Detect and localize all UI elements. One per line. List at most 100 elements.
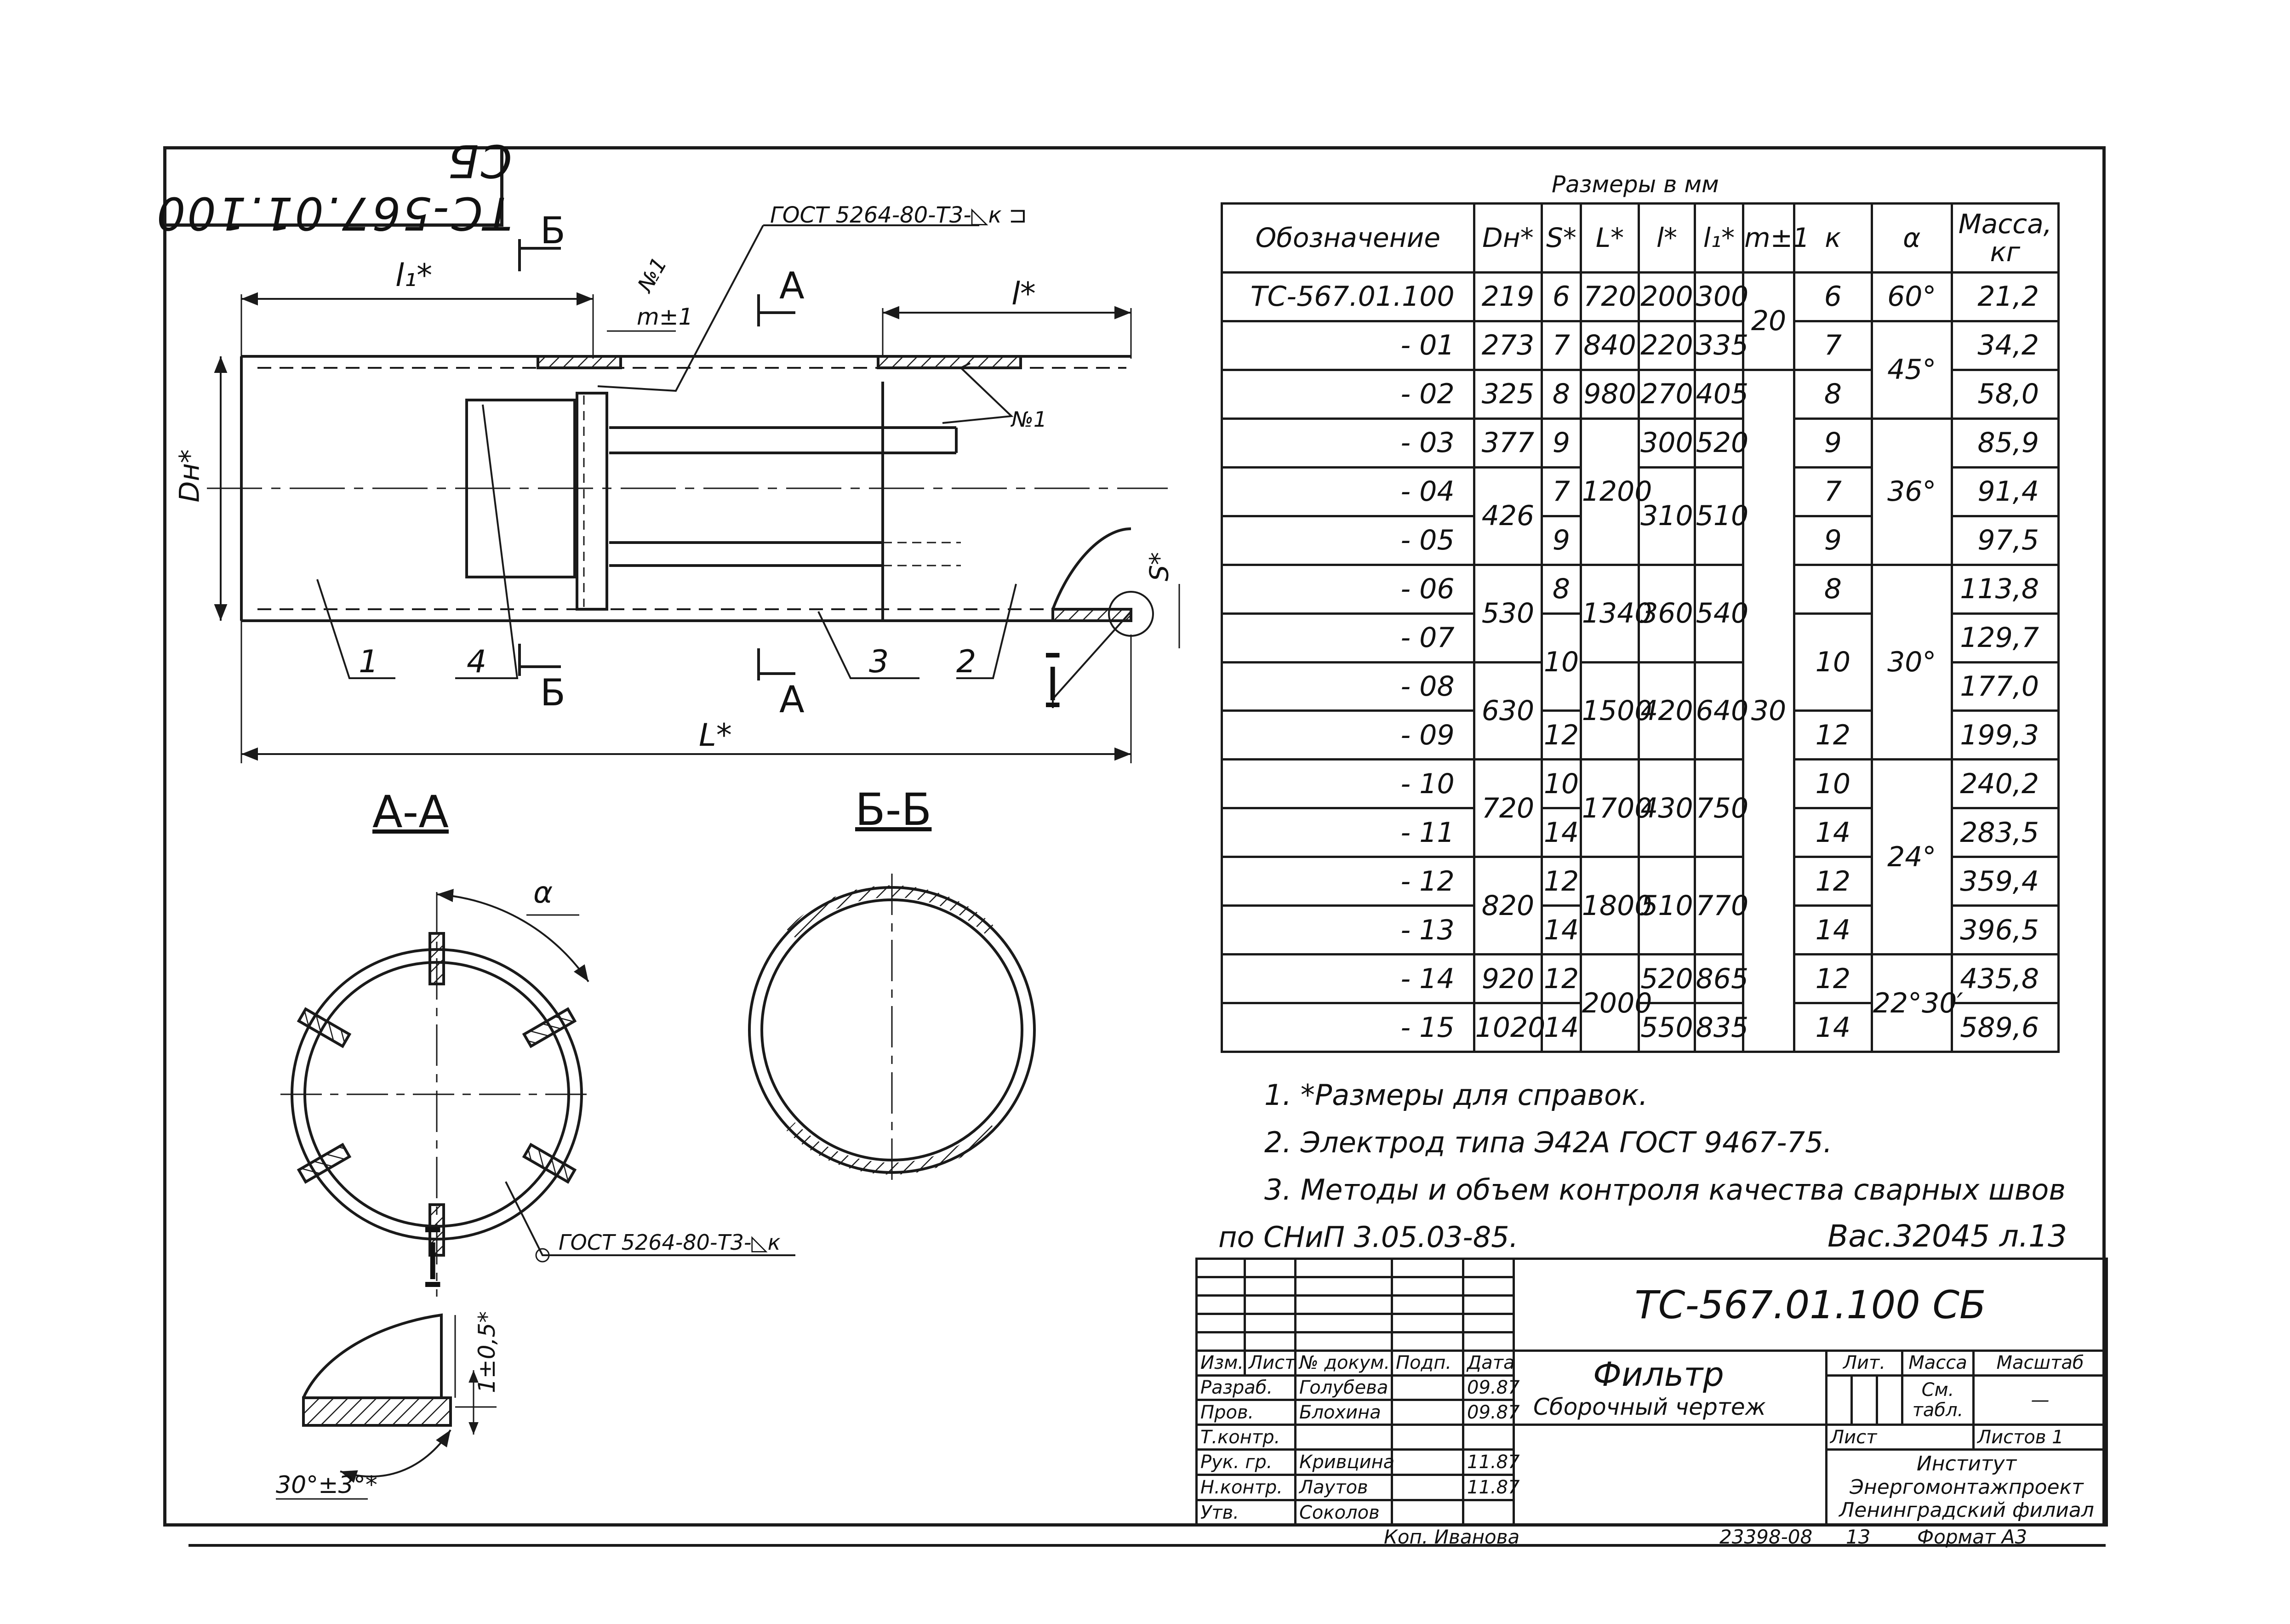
note-2: 2. Электрод типа Э42А ГОСТ 9467-75. <box>1264 1126 1833 1159</box>
detail-i-marker: I <box>1046 658 1060 711</box>
detail-i-title: I <box>425 1232 440 1291</box>
section-b-bottom-label: Б <box>540 671 565 714</box>
part-1-label: 1 <box>359 644 379 680</box>
col-list: Лист <box>1244 1350 1296 1377</box>
sheet-label: Лист <box>1825 1424 1975 1451</box>
table-row: - 02 325 8 980 270 405 30 8 58,0 <box>1221 368 2060 1053</box>
table-row: - 13 14 14 396,5 <box>1221 904 2060 956</box>
table-row: - 06 530 8 1340 360 540 8 30° 113,8 <box>1221 563 2060 761</box>
col-date: Дата <box>1462 1350 1515 1377</box>
lit-label: Лит. <box>1825 1350 1903 1377</box>
table-row: - 15 1020 14 550 835 14 589,6 <box>1221 1002 2060 1053</box>
note-1: 1. *Размеры для справок. <box>1264 1078 1648 1112</box>
table-row: - 01 273 7 840 220 335 7 45° 34,2 <box>1221 320 2060 420</box>
section-b-top-label: Б <box>540 209 565 252</box>
paper-format: Формат А3 <box>1917 1526 2027 1548</box>
title-block-code: ТС-567.01.100 СБ <box>1512 1257 2108 1352</box>
view-bb-title: Б-Б <box>855 784 932 835</box>
masshtab-value: — <box>1972 1374 2108 1426</box>
name-approver: Соколов <box>1294 1498 1393 1527</box>
table-caption: Размеры в мм <box>1552 171 1719 198</box>
massa-value: См. табл. <box>1901 1374 1975 1426</box>
date-ncontrol: 11.87 <box>1462 1473 1520 1501</box>
note-3: 3. Методы и объем контроля качества свар… <box>1264 1173 2066 1207</box>
weld-note-bottom: ГОСТ 5264-80-Т3-◺к <box>559 1230 781 1255</box>
header-l: l* <box>1638 202 1696 274</box>
date-group-lead: 11.87 <box>1462 1448 1520 1476</box>
table-row: - 03 377 9 1200 300 520 9 36° 85,9 <box>1221 417 2060 566</box>
section-bb-view <box>748 874 1036 1186</box>
header-L: L* <box>1579 202 1640 274</box>
footer-sheet-number: 13 <box>1846 1526 1871 1548</box>
inventory-number: 23398-08 <box>1719 1526 1813 1548</box>
bottom-rule <box>188 1544 2106 1547</box>
dim-thickness-label: 1±0,5* <box>474 1311 500 1393</box>
date-developer: 09.87 <box>1462 1374 1520 1401</box>
table-row: - 07 10 10 129,7 <box>1221 612 2060 712</box>
header-alpha: α <box>1870 202 1953 274</box>
dim-alpha-label: α <box>533 876 553 910</box>
header-dn: Dн* <box>1473 202 1543 274</box>
dim-dn-label: Dн* <box>173 449 206 503</box>
dim-s-label: S* <box>1144 552 1175 582</box>
part-3-label: 3 <box>869 644 889 680</box>
title-block: ТС-567.01.100 СБ Изм. Лист № докум. Подп… <box>1195 1257 2108 1527</box>
detail-i-view <box>276 1313 497 1500</box>
product-name: Фильтр <box>1593 1355 1724 1394</box>
table-row: - 10 720 10 1700 430 750 10 24° 240,2 <box>1221 758 2060 956</box>
section-a-bottom-label: А <box>779 678 805 721</box>
col-doc: № докум. <box>1294 1350 1393 1377</box>
role-developer: Разраб. <box>1195 1374 1296 1401</box>
col-sign: Подп. <box>1391 1350 1464 1377</box>
weld-note-top: ГОСТ 5264-80-Т3-◺к ⊐ <box>770 202 1028 228</box>
massa-label: Масса <box>1901 1350 1975 1377</box>
name-developer: Голубева <box>1294 1374 1393 1401</box>
dim-l1-label: l₁* <box>395 257 433 294</box>
view-aa-title: А-А <box>372 786 449 838</box>
weld-mark-right: №1 <box>1011 407 1047 432</box>
name-group-lead: Кривцина <box>1294 1448 1394 1476</box>
sheets-label: Листов 1 <box>1972 1424 2108 1451</box>
part-4-label: 4 <box>467 644 487 680</box>
col-izm: Изм. <box>1195 1350 1246 1377</box>
table-row: ТС-567.01.100 219 6 720 200 300 20 6 60°… <box>1221 271 2060 371</box>
document-type: Сборочный чертеж <box>1533 1394 1766 1421</box>
dimensions-table: Обозначение Dн* S* L* l* l₁* m±1 к α Мас… <box>1221 202 2060 1053</box>
header-m: m±1 <box>1742 202 1810 274</box>
table-row: - 08 630 1500 420 640 177,0 <box>1221 661 2060 761</box>
table-row: - 04 426 7 310 510 7 91,4 <box>1221 466 2060 566</box>
header-l1: l₁* <box>1693 202 1745 274</box>
part-2-label: 2 <box>956 644 977 680</box>
org-line-2: Энергомонтажпроект <box>1850 1475 2084 1499</box>
date-checker: 09.87 <box>1462 1399 1520 1426</box>
name-checker: Блохина <box>1294 1399 1393 1426</box>
table-header-row: Обозначение Dн* S* L* l* l₁* m±1 к α Мас… <box>1221 202 2060 274</box>
table-row: - 09 12 12 199,3 <box>1221 709 2060 761</box>
role-ncontrol: Н.контр. <box>1195 1473 1296 1501</box>
copied-by: Коп. Иванова <box>1384 1526 1520 1548</box>
name-ncontrol: Лаутов <box>1294 1473 1393 1501</box>
role-tcontrol: Т.контр. <box>1195 1424 1296 1451</box>
role-approver: Утв. <box>1195 1498 1296 1527</box>
dim-angle-label: 30°±3°* <box>276 1471 377 1499</box>
header-designation: Обозначение <box>1221 202 1475 274</box>
dim-l-label: l* <box>1011 276 1036 312</box>
dim-m-label: m±1 <box>637 303 693 330</box>
role-checker: Пров. <box>1195 1399 1296 1426</box>
table-row: - 05 9 9 97,5 <box>1221 515 2060 566</box>
header-mass: Масса, кг <box>1950 202 2060 274</box>
table-row: - 11 14 14 283,5 <box>1221 807 2060 858</box>
rotated-code-stamp: ТС-567.01.100 СБ <box>155 134 512 239</box>
section-a-top-label: А <box>779 264 805 307</box>
reference-number: Вас.32045 л.13 <box>1827 1218 2067 1254</box>
table-row: - 12 820 12 1800 510 770 12 359,4 <box>1221 856 2060 956</box>
technical-notes: 1. *Размеры для справок. 2. Электрод тип… <box>1218 1071 2066 1261</box>
dim-L-label: L* <box>699 717 732 754</box>
drawing-frame <box>163 146 2106 1527</box>
header-k: к <box>1793 202 1873 274</box>
org-line-3: Ленинградский филиал <box>1839 1498 2094 1522</box>
section-aa-view <box>280 889 795 1297</box>
table-row: - 14 920 12 2000 520 865 12 22°30′ 435,8 <box>1221 953 2060 1053</box>
